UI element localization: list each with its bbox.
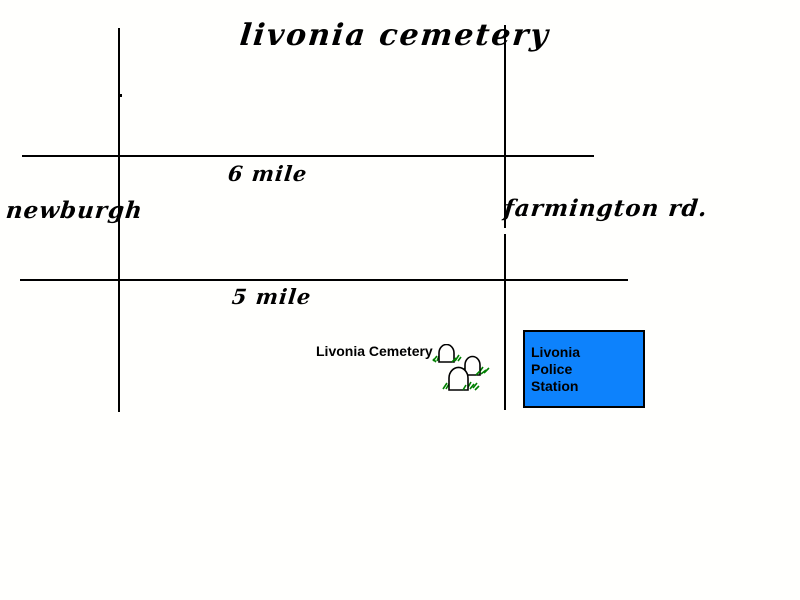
feature-box-livonia-police-station: Livonia Police Station	[523, 330, 645, 408]
road-line-farmington-upper	[504, 25, 506, 228]
road-line-6-mile	[22, 155, 594, 157]
gravestone-shape-2	[464, 355, 481, 376]
gravestone-shape-3	[448, 366, 469, 391]
road-label-5-mile: 5 mile	[230, 284, 313, 309]
road-label-newburgh: newburgh	[4, 197, 145, 224]
road-line-5-mile	[20, 279, 628, 281]
gravestone-shape-1	[438, 343, 455, 363]
road-label-6-mile: 6 mile	[226, 161, 309, 186]
road-tick-mark	[119, 94, 122, 97]
road-label-farmington-rd: farmington rd.	[502, 195, 710, 222]
gravestones-icon	[432, 343, 494, 392]
feature-label-livonia-cemetery: Livonia Cemetery	[316, 343, 433, 359]
feature-label-livonia-police-station: Livonia Police Station	[531, 344, 581, 394]
road-line-farmington-lower	[504, 234, 506, 410]
road-line-newburgh	[118, 28, 120, 412]
